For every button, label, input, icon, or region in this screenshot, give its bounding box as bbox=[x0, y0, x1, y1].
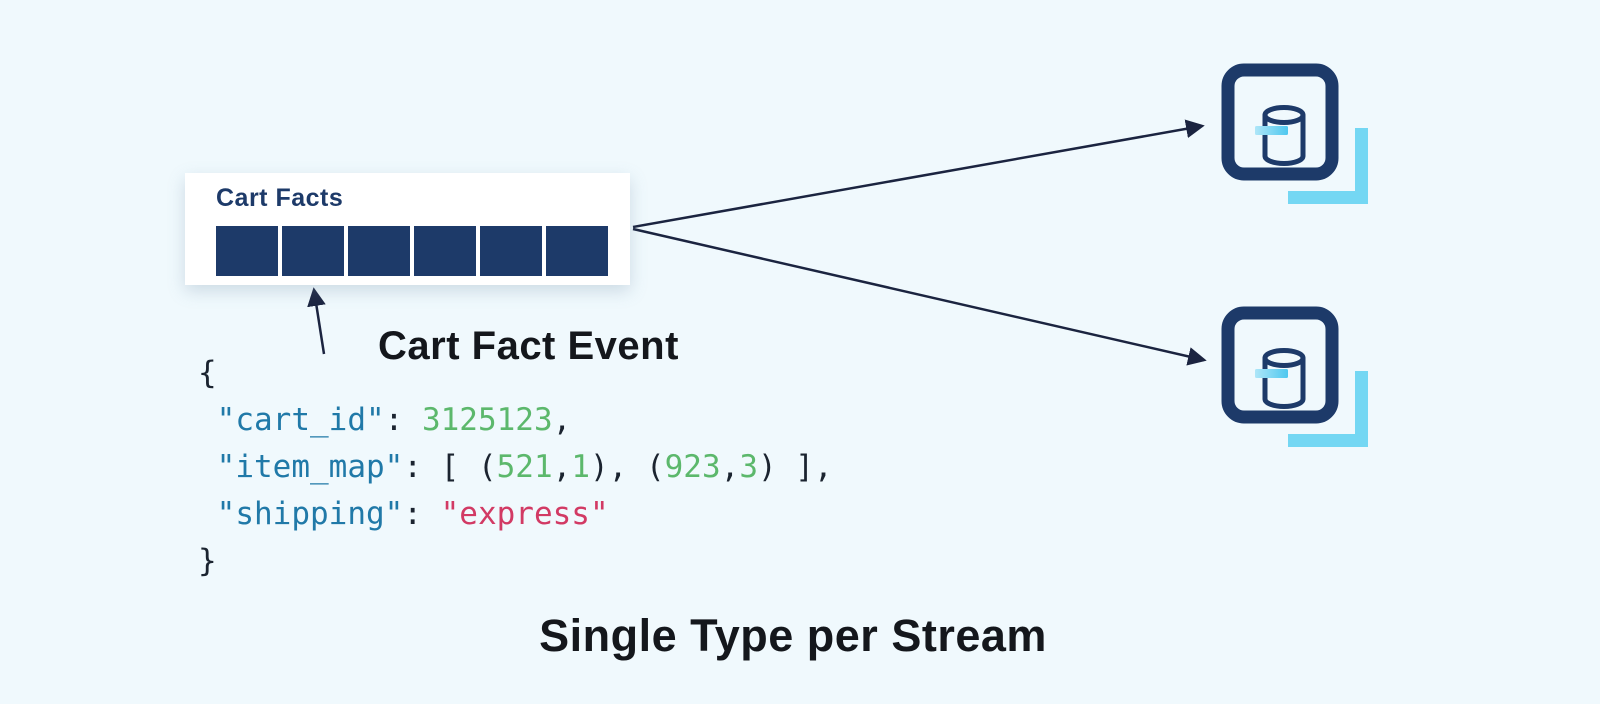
database-icon bbox=[1221, 63, 1339, 181]
database-icon bbox=[1221, 306, 1339, 424]
stream-segment bbox=[216, 226, 278, 276]
arrow-stream-to-consumer-1 bbox=[632, 119, 1205, 229]
inbound-data-bar bbox=[1255, 369, 1288, 378]
inbound-data-bar bbox=[1255, 126, 1288, 135]
code-line: } bbox=[198, 543, 217, 579]
stream-segment bbox=[348, 226, 410, 276]
stream-segment bbox=[546, 226, 608, 276]
arrow-event-to-segment bbox=[307, 287, 326, 355]
diagram-caption: Single Type per Stream bbox=[539, 610, 1047, 661]
event-code: { "cart_id": 3125123, "item_map": [ (521… bbox=[198, 350, 833, 585]
event-title: Cart Fact Event bbox=[378, 324, 679, 368]
consumer-database-2 bbox=[1220, 305, 1340, 425]
consumer-shadow-bracket bbox=[1288, 128, 1368, 204]
code-line: "cart_id": 3125123, bbox=[216, 402, 572, 438]
stream-segments bbox=[216, 226, 608, 276]
consumer-shadow-bracket bbox=[1288, 371, 1368, 447]
arrow-stream-to-consumer-2 bbox=[632, 227, 1207, 366]
code-line: "item_map": [ (521,1), (923,3) ], bbox=[216, 449, 833, 485]
code-line: "shipping": "express" bbox=[216, 496, 609, 532]
stream-label: Cart Facts bbox=[216, 184, 344, 212]
consumer-database-1 bbox=[1220, 62, 1340, 182]
code-line: { bbox=[198, 355, 217, 391]
stream-card: Cart Facts bbox=[185, 173, 630, 285]
stream-segment bbox=[480, 226, 542, 276]
stream-segment bbox=[282, 226, 344, 276]
stream-segment bbox=[414, 226, 476, 276]
